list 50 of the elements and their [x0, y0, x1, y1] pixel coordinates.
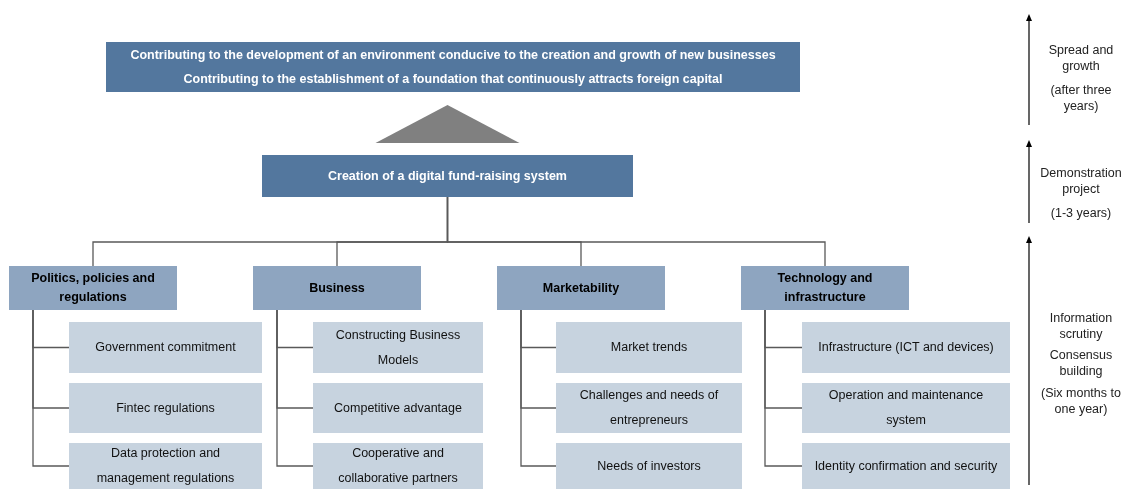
item-label: Market trends	[610, 339, 688, 356]
item-label: Operation and maintenance system	[827, 387, 985, 429]
goal-text: Contributing to the development of an environment conducive to the creation and growth of new businesses	[130, 47, 776, 64]
item-label: Fintec regulations	[116, 399, 215, 417]
goal-box	[106, 42, 800, 92]
category-box	[9, 266, 177, 310]
item-box	[69, 443, 262, 489]
item-label: Challenges and needs of entrepreneurs	[578, 387, 720, 429]
phase-label: Information scrutiny	[1048, 310, 1114, 342]
category-box	[253, 266, 421, 310]
connector	[32, 309, 70, 467]
item-label: Constructing Business Models	[334, 326, 462, 369]
phase-label: (Six months to one year)	[1040, 385, 1122, 417]
item-label: Needs of investors	[597, 457, 701, 475]
item-box	[313, 322, 483, 373]
item-box	[69, 383, 262, 433]
item-box	[556, 322, 742, 373]
item-box	[802, 443, 1010, 489]
phase-label: Demonstration project	[1039, 165, 1123, 197]
phase-label: Spread and growth	[1047, 42, 1115, 74]
phase-label: (after three years)	[1049, 82, 1113, 114]
category-label: Technology and infrastructure	[776, 270, 874, 306]
triangle-arrow	[375, 105, 520, 143]
item-box	[802, 322, 1010, 373]
phase-label: (1-3 years)	[1049, 205, 1113, 221]
item-box	[69, 322, 262, 373]
item-label: Infrastructure (ICT and devices)	[818, 339, 994, 356]
item-label: Competitive advantage	[334, 399, 462, 417]
item-label: Cooperative and collaborative partners	[337, 445, 459, 487]
goal-text: Contributing to the establishment of a foundation that continuously attracts foreign capital	[183, 71, 723, 88]
item-box	[556, 383, 742, 433]
category-label: Marketability	[542, 279, 620, 297]
item-label: Identity confirmation and security	[814, 457, 998, 475]
category-label: Politics, policies and regulations	[30, 270, 156, 306]
item-label: Data protection and management regulations	[95, 445, 236, 487]
item-box	[556, 443, 742, 489]
item-box	[802, 383, 1010, 433]
item-box	[313, 383, 483, 433]
connector	[764, 309, 803, 467]
goal-box	[262, 155, 633, 197]
category-box	[741, 266, 909, 310]
category-box	[497, 266, 665, 310]
connector	[276, 309, 314, 467]
item-box	[313, 443, 483, 489]
connector	[520, 309, 557, 467]
phase-label: Consensus building	[1048, 347, 1114, 379]
category-label: Business	[309, 279, 365, 297]
connector	[446, 196, 826, 267]
goal-text: Creation of a digital fund-raising system	[328, 168, 567, 185]
item-label: Government commitment	[95, 339, 236, 356]
